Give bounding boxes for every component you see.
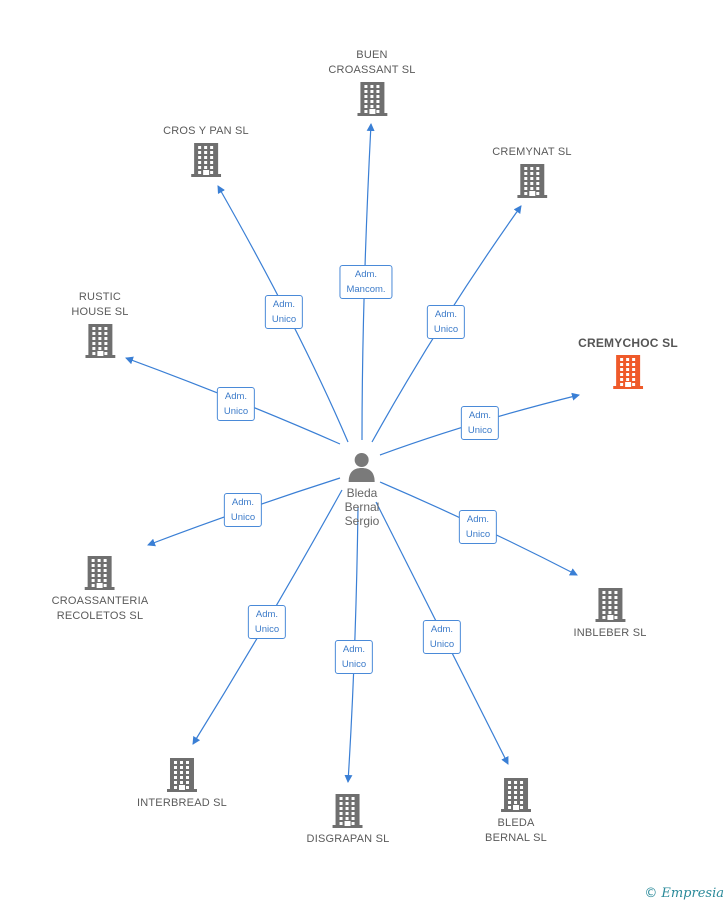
company-label: BLEDA BERNAL SL <box>485 817 547 844</box>
copyright-symbol: © <box>644 886 658 901</box>
person-node[interactable]: Bleda Bernal Sergio <box>344 452 380 528</box>
building-icon <box>84 556 115 590</box>
relationship-label: Adm. Unico <box>458 510 498 544</box>
building-icon <box>356 82 387 116</box>
company-node-inbleber[interactable]: INBLEBER SL <box>573 584 646 641</box>
company-label: DISGRAPAN SL <box>306 833 390 845</box>
relationship-label: Adm. Unico <box>460 406 500 440</box>
person-icon <box>349 453 375 482</box>
company-label: RUSTIC HOUSE SL <box>71 291 129 318</box>
company-label: CREMYNAT SL <box>492 146 572 158</box>
person-name: Bleda Bernal Sergio <box>344 486 380 528</box>
company-label: BUEN CROASSANT SL <box>328 49 416 76</box>
company-node-cremychoc[interactable]: CREMYCHOC SL <box>578 336 678 393</box>
company-node-interbread[interactable]: INTERBREAD SL <box>137 754 227 811</box>
relationship-label: Adm. Unico <box>223 493 263 527</box>
building-icon <box>191 143 221 177</box>
building-icon <box>332 794 363 828</box>
brand-watermark: ©Empresia <box>644 886 724 901</box>
building-icon <box>613 355 643 389</box>
relationship-label: Adm. Unico <box>264 295 304 329</box>
company-label: CROS Y PAN SL <box>163 125 249 137</box>
building-icon <box>166 758 197 792</box>
relationship-label: Adm. Unico <box>247 605 287 639</box>
company-node-cremynat[interactable]: CREMYNAT SL <box>492 145 572 202</box>
company-label: CROASSANTERIA RECOLETOS SL <box>51 595 149 622</box>
building-icon <box>516 164 547 198</box>
relationship-label: Adm. Unico <box>334 640 374 674</box>
company-label: CREMYCHOC SL <box>578 336 678 350</box>
company-node-disgrapan[interactable]: DISGRAPAN SL <box>307 790 390 847</box>
company-label: INBLEBER SL <box>573 627 647 639</box>
relationship-label: Adm. Mancom. <box>339 265 393 299</box>
relationship-label: Adm. Unico <box>426 305 466 339</box>
relationship-label: Adm. Unico <box>422 620 462 654</box>
relationship-label: Adm. Unico <box>216 387 256 421</box>
company-node-buen-croassant[interactable]: BUEN CROASSANT SL <box>328 48 415 120</box>
company-node-cros-y-pan[interactable]: CROS Y PAN SL <box>163 124 249 181</box>
building-icon <box>595 588 625 622</box>
building-icon <box>84 324 115 358</box>
company-node-croassanteria-recoletos[interactable]: CROASSANTERIA RECOLETOS SL <box>52 552 149 624</box>
building-icon <box>500 778 531 812</box>
company-node-bleda-bernal[interactable]: BLEDA BERNAL SL <box>485 774 547 846</box>
company-node-rustic-house[interactable]: RUSTIC HOUSE SL <box>71 290 128 362</box>
brand-name: Empresia <box>661 886 724 901</box>
company-label: INTERBREAD SL <box>136 797 228 809</box>
